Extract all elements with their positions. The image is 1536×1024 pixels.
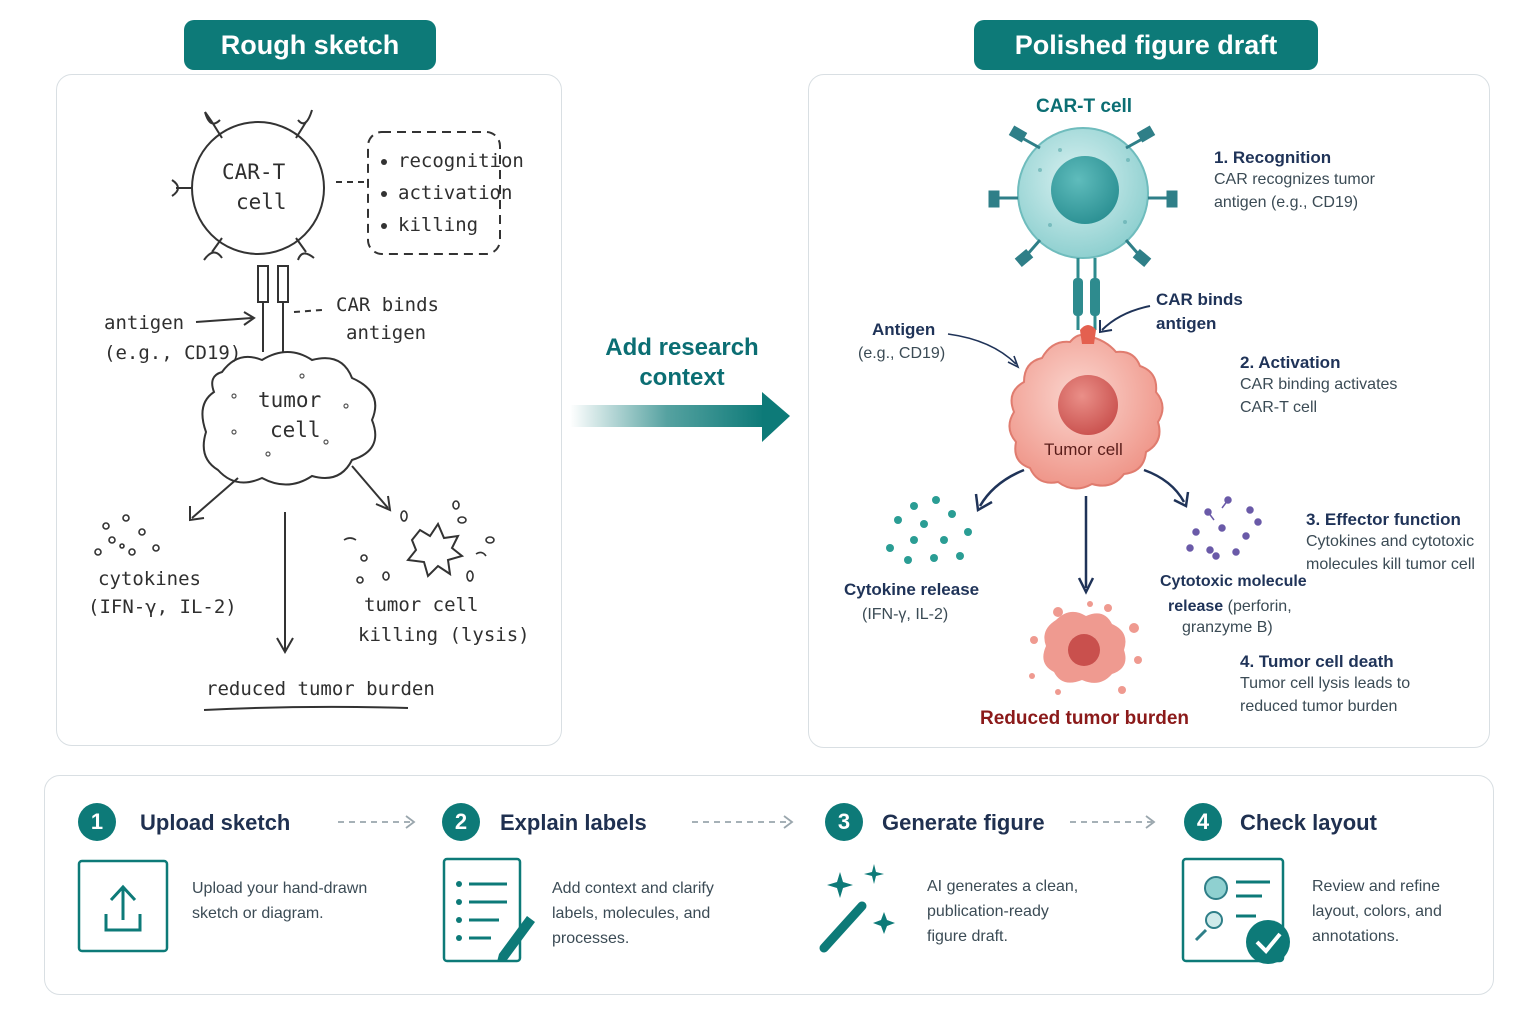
cart-nucleus: [1051, 156, 1119, 224]
workflow-steps-panel: [44, 775, 1494, 995]
sketch-killing-1: tumor cell: [364, 594, 479, 616]
note-line: antigen (e.g., CD19): [1214, 194, 1359, 211]
sketch-cytokine-dots: [94, 514, 160, 556]
sketch-receptors: [171, 109, 315, 261]
car-binds-label-2: antigen: [1156, 314, 1217, 333]
checklist-icon: [1181, 857, 1292, 964]
note-line: CAR binding activates: [1240, 376, 1398, 393]
sketch-cart-label-2: cell: [236, 190, 287, 214]
sketch-bullet-killing: killing: [398, 214, 479, 236]
step-desc-line: Add context and clarify: [552, 880, 714, 897]
note-tumor-death: 4. Tumor cell death Tumor cell lysis lea…: [1240, 652, 1410, 718]
sketch-bullet-recognition: recognition: [398, 150, 524, 172]
sketch-bullet-activation: activation: [398, 182, 513, 204]
step-3-desc: AI generates a clean, publication-ready …: [927, 874, 1078, 949]
polished-figure-title: Polished figure draft: [974, 20, 1318, 70]
sketch-antigen-2: (e.g., CD19): [104, 342, 242, 364]
cytotoxic-label-3: granzyme B): [1182, 619, 1273, 636]
cart-cell-title: CAR-T cell: [1036, 96, 1133, 117]
car-binds-label-1: CAR binds: [1156, 290, 1243, 309]
note-title: 3. Effector function: [1306, 510, 1461, 529]
step-desc-line: annotations.: [1312, 928, 1400, 945]
reduced-burden-label: Reduced tumor burden: [980, 708, 1190, 729]
note-line: CAR-T cell: [1240, 399, 1318, 416]
step-desc-line: figure draft.: [927, 928, 1008, 945]
cart-receptors: [988, 125, 1178, 268]
cytotoxic-label-1: Cytotoxic molecule: [1160, 573, 1307, 590]
antigen-marker: [1080, 325, 1096, 344]
sketch-lysed-cell: [406, 521, 465, 578]
magic-wand-icon: [818, 862, 898, 954]
step-desc-line: sketch or diagram.: [192, 905, 324, 922]
note-line: CAR recognizes tumor: [1214, 171, 1375, 188]
step-4-desc: Review and refine layout, colors, and an…: [1312, 874, 1442, 949]
cytotoxic-release-word: release: [1168, 598, 1224, 615]
lysed-tumor-cell: [1029, 601, 1142, 695]
middle-label-1: Add research: [605, 334, 759, 361]
note-title: 1. Recognition: [1214, 148, 1332, 167]
cytokine-dots: [886, 496, 972, 564]
note-activation: 2. Activation CAR binding activates CAR-…: [1240, 353, 1397, 419]
note-effector: 3. Effector function Cytokines and cytot…: [1306, 510, 1475, 576]
step-desc-line: labels, molecules, and: [552, 905, 711, 922]
step-1-desc: Upload your hand-drawn sketch or diagram…: [192, 876, 367, 926]
sketch-car-rods: [257, 265, 289, 352]
rough-sketch-panel: [56, 74, 562, 746]
cytokine-release-label: Cytokine release: [844, 580, 980, 599]
step-1-title: Upload sketch: [140, 810, 291, 835]
step-3-title: Generate figure: [882, 810, 1045, 835]
sketch-tumor-cell: [201, 351, 377, 486]
step-desc-line: Review and refine: [1312, 878, 1441, 895]
step-desc-line: AI generates a clean,: [927, 878, 1079, 895]
cytokine-release-detail: (IFN-γ, IL-2): [862, 606, 949, 623]
cytotoxic-label-2: release (perforin,: [1168, 595, 1292, 618]
step-4-number: 4: [1184, 803, 1222, 841]
sketch-cytokines-2: (IFN-γ, IL-2): [88, 596, 237, 618]
cytotoxic-perforin: (perforin,: [1223, 598, 1292, 615]
step-1-number: 1: [78, 803, 116, 841]
note-recognition: 1. Recognition CAR recognizes tumor anti…: [1214, 148, 1375, 214]
middle-label-2: context: [639, 364, 725, 391]
sketch-car-binds-1: CAR binds: [336, 294, 439, 316]
sketch-car-binds-2: antigen: [346, 322, 427, 344]
sketch-cytokines-1: cytokines: [98, 568, 201, 590]
cytotoxic-molecules: [1186, 496, 1262, 560]
sketch-bullet-box: [367, 131, 501, 255]
sketch-cart-label-1: CAR-T: [222, 160, 286, 184]
step-2-title: Explain labels: [500, 810, 647, 835]
tumor-cell-label: Tumor cell: [1044, 440, 1123, 459]
step-desc-line: Upload your hand-drawn: [192, 880, 368, 897]
note-line: reduced tumor burden: [1240, 698, 1398, 715]
antigen-label-1: Antigen: [872, 320, 936, 339]
step-3-number: 3: [825, 803, 863, 841]
step-desc-line: processes.: [552, 930, 630, 947]
rough-sketch-title: Rough sketch: [184, 20, 436, 70]
tumor-nucleus: [1058, 375, 1118, 435]
step-2-desc: Add context and clarify labels, molecule…: [552, 876, 714, 951]
sketch-tumor-label-2: cell: [270, 418, 321, 442]
note-title: 2. Activation: [1240, 353, 1341, 372]
sketch-tumor-label-1: tumor: [258, 388, 322, 412]
step-desc-line: publication-ready: [927, 903, 1049, 920]
upload-icon: [77, 859, 169, 953]
note-title: 4. Tumor cell death: [1240, 652, 1394, 671]
sketch-killing-2: killing (lysis): [358, 624, 530, 646]
sketch-antigen-1: antigen: [104, 312, 185, 334]
sketch-reduced-burden: reduced tumor burden: [206, 678, 435, 700]
step-4-title: Check layout: [1240, 810, 1377, 835]
step-2-number: 2: [442, 803, 480, 841]
notes-pencil-icon: [442, 857, 539, 963]
note-line: Cytokines and cytotoxic: [1306, 533, 1475, 550]
note-line: molecules kill tumor cell: [1306, 556, 1475, 573]
antigen-label-2: (e.g., CD19): [858, 345, 946, 362]
note-line: Tumor cell lysis leads to: [1240, 675, 1411, 692]
step-desc-line: layout, colors, and: [1312, 903, 1442, 920]
